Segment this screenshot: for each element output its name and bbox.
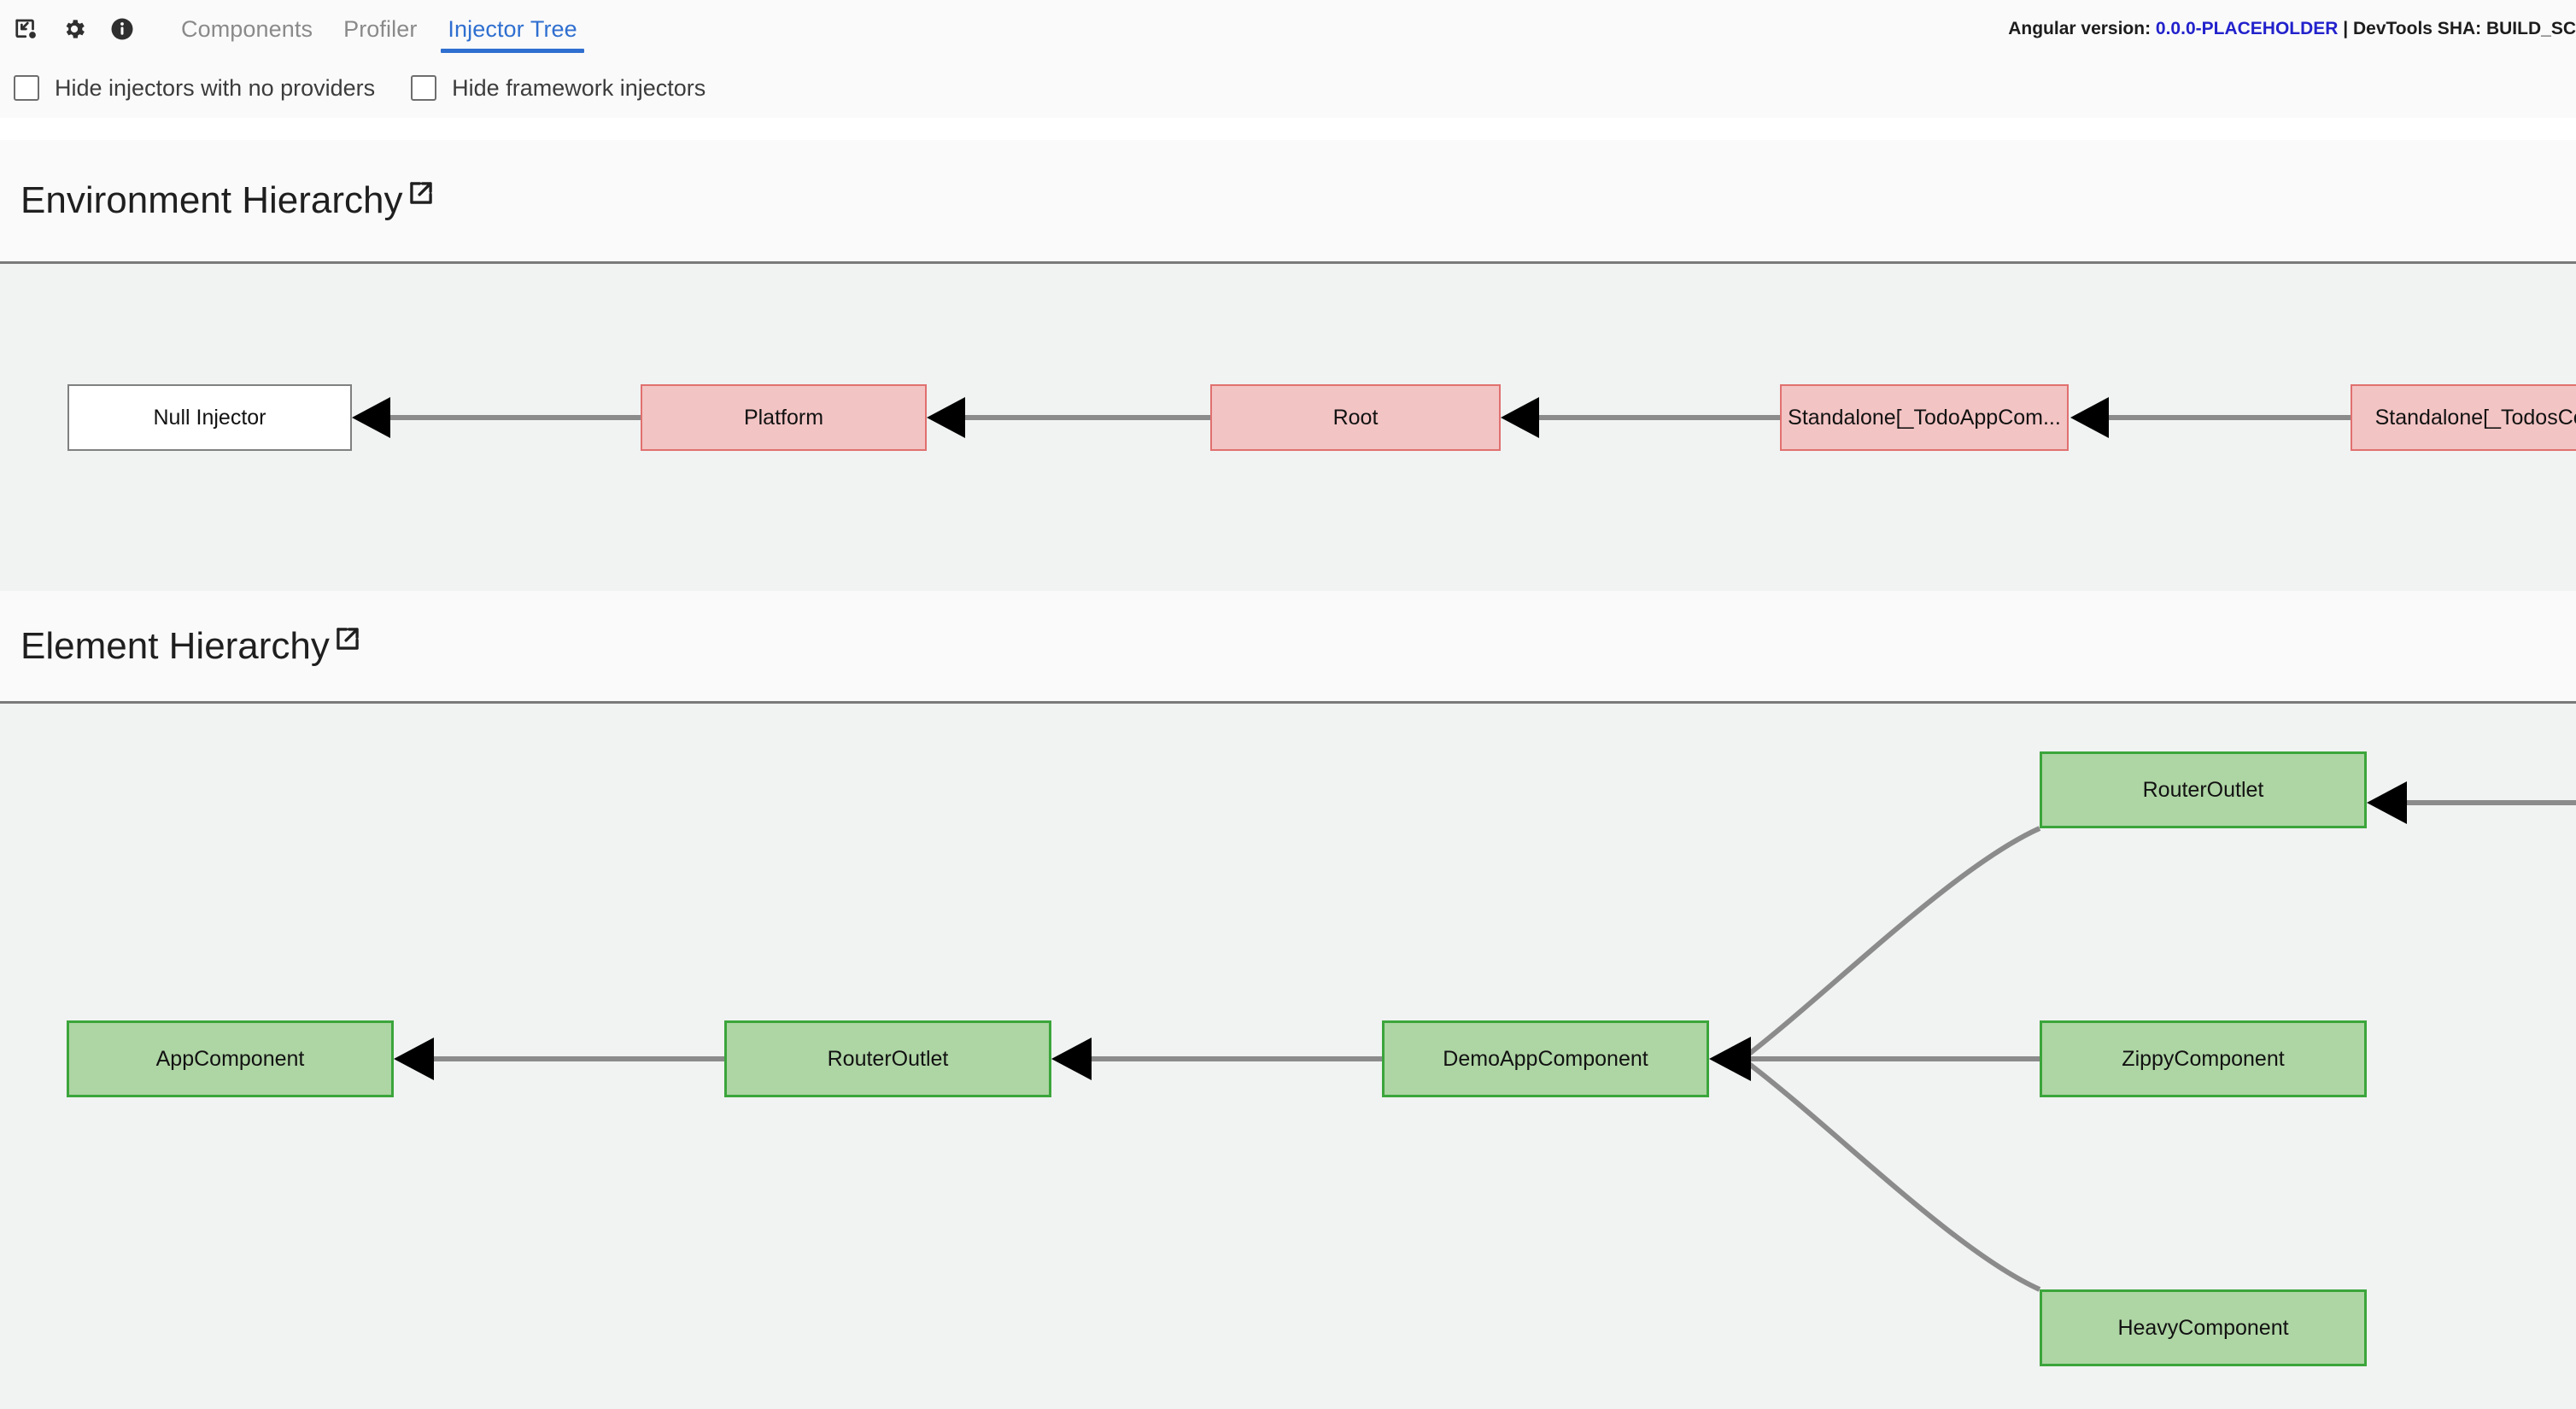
node-label: ZippyComponent [2122, 1046, 2285, 1071]
element-hierarchy-canvas[interactable]: AppComponent RouterOutlet DemoAppCompone… [0, 704, 2576, 1409]
element-node-routeroutlet-mid[interactable]: RouterOutlet [724, 1020, 1051, 1097]
page-title-environment: Environment Hierarchy [20, 179, 403, 221]
environment-hierarchy-header: Environment Hierarchy [0, 140, 2576, 264]
version-prefix: Angular version: [2008, 19, 2156, 38]
filter-hide-no-providers[interactable]: Hide injectors with no providers [14, 75, 375, 102]
injector-node-standalone-todoapp[interactable]: Standalone[_TodoAppCom... [1780, 384, 2069, 451]
element-node-heavycomponent[interactable]: HeavyComponent [2040, 1289, 2367, 1366]
element-node-demoappcomponent[interactable]: DemoAppComponent [1382, 1020, 1709, 1097]
toolbar-icon-group [0, 15, 137, 44]
version-info: Angular version: 0.0.0-PLACEHOLDER | Dev… [2008, 19, 2576, 39]
injector-node-root[interactable]: Root [1210, 384, 1501, 451]
node-label: HeavyComponent [2117, 1315, 2289, 1340]
filter-label-hide-no-providers: Hide injectors with no providers [55, 74, 376, 101]
node-label: Standalone[_TodoAppCom... [1788, 405, 2061, 430]
angular-version-value[interactable]: 0.0.0-PLACEHOLDER [2155, 19, 2339, 38]
injector-node-standalone-todos[interactable]: Standalone[_TodosComp [2351, 384, 2576, 451]
node-label: Standalone[_TodosComp [2374, 405, 2576, 430]
element-hierarchy-title-wrap: Element Hierarchy [20, 625, 364, 668]
element-edges [394, 781, 2576, 1292]
page-title-element: Element Hierarchy [20, 624, 330, 667]
devtools-sha: | DevTools SHA: BUILD_SC [2338, 19, 2576, 38]
element-node-routeroutlet-top[interactable]: RouterOutlet [2040, 751, 2367, 828]
element-hierarchy-header: Element Hierarchy [0, 591, 2576, 704]
checkbox-hide-no-providers[interactable] [14, 75, 39, 101]
environment-hierarchy-canvas[interactable]: Null Injector Platform Root Standalone[_… [0, 264, 2576, 591]
node-label: Root [1332, 405, 1379, 430]
node-label: Null Injector [153, 405, 266, 430]
node-label: RouterOutlet [827, 1046, 949, 1071]
environment-hierarchy-title-wrap: Environment Hierarchy [20, 179, 437, 222]
environment-edges [352, 397, 2351, 438]
external-link-icon[interactable] [331, 622, 364, 664]
injector-node-platform[interactable]: Platform [641, 384, 927, 451]
tab-profiler[interactable]: Profiler [343, 15, 418, 42]
filter-label-hide-framework-injectors: Hide framework injectors [452, 74, 706, 101]
node-label: RouterOutlet [2142, 777, 2264, 802]
element-node-appcomponent[interactable]: AppComponent [67, 1020, 394, 1097]
info-icon[interactable] [108, 15, 137, 44]
filter-hide-framework-injectors[interactable]: Hide framework injectors [411, 75, 705, 102]
tab-bar: Components Profiler Injector Tree [166, 0, 593, 58]
injector-node-null-injector[interactable]: Null Injector [67, 384, 352, 451]
node-label: Platform [743, 405, 824, 430]
node-label: DemoAppComponent [1443, 1046, 1648, 1071]
filter-bar: Hide injectors with no providers Hide fr… [0, 58, 2576, 118]
gear-icon[interactable] [60, 15, 89, 44]
tab-components[interactable]: Components [181, 15, 313, 42]
external-link-icon[interactable] [405, 176, 437, 219]
element-node-zippycomponent[interactable]: ZippyComponent [2040, 1020, 2367, 1097]
top-toolbar: Components Profiler Injector Tree Angula… [0, 0, 2576, 58]
node-label: AppComponent [155, 1046, 305, 1071]
tab-injector-tree[interactable]: Injector Tree [432, 0, 592, 58]
element-select-icon[interactable] [12, 15, 41, 44]
checkbox-hide-framework-injectors[interactable] [411, 75, 437, 101]
